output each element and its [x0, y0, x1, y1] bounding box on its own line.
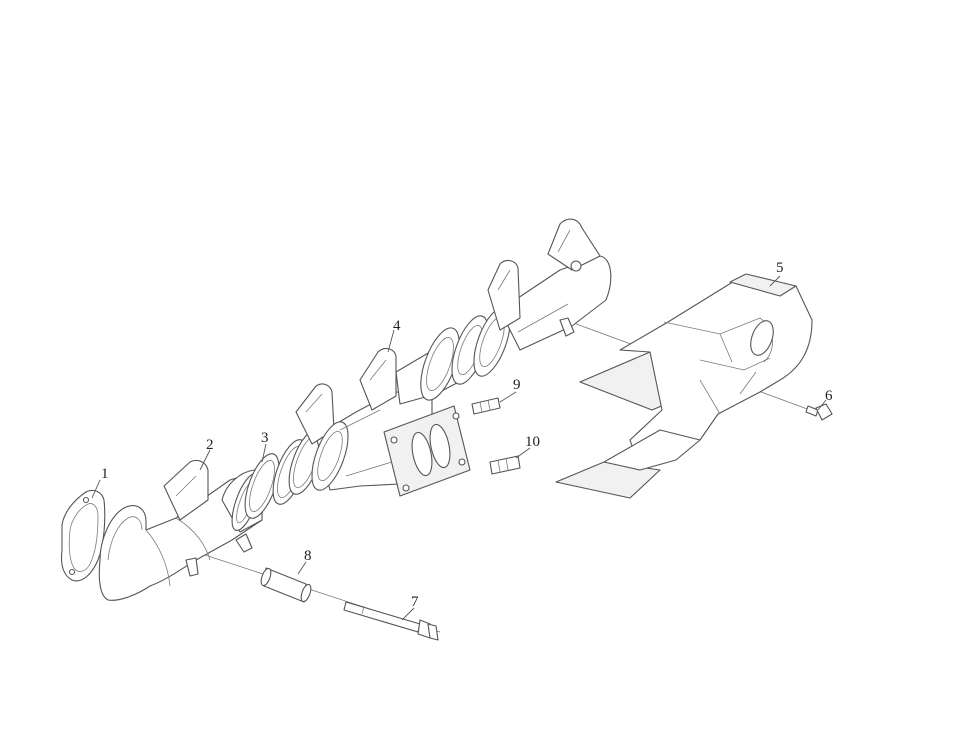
callout-8: 8 — [304, 548, 312, 564]
callout-5: 5 — [776, 260, 784, 276]
callout-1: 1 — [101, 466, 109, 482]
leader-4 — [387, 329, 395, 353]
leader-3 — [261, 443, 267, 463]
part-9-stud — [471, 397, 501, 415]
rear-manifold-end-section — [487, 218, 612, 351]
callout-6: 6 — [825, 388, 833, 404]
leader-1 — [91, 479, 101, 499]
callout-2: 2 — [206, 437, 214, 453]
callout-9: 9 — [513, 377, 521, 393]
leader-6 — [817, 399, 827, 411]
part-10-stud — [489, 455, 521, 475]
part-7-long-bolt — [343, 601, 439, 641]
leader-7 — [401, 607, 415, 621]
part-6-bolt — [805, 403, 833, 421]
part-4-rear-manifold-section — [359, 307, 511, 497]
leader-2 — [199, 449, 211, 471]
callout-10: 10 — [525, 434, 540, 450]
callout-3: 3 — [261, 430, 269, 446]
callout-4: 4 — [393, 318, 401, 334]
leader-5 — [769, 275, 781, 287]
part-8-spacer-sleeve — [260, 567, 312, 603]
part-2-front-manifold-section — [98, 459, 263, 601]
part-1-gasket — [60, 489, 106, 582]
leader-10 — [515, 447, 531, 459]
part-5-heat-shield — [555, 273, 813, 499]
leader-9 — [499, 391, 517, 403]
callout-7: 7 — [411, 594, 419, 610]
part-3-seal-rings — [244, 429, 324, 519]
leader-8 — [297, 561, 307, 575]
